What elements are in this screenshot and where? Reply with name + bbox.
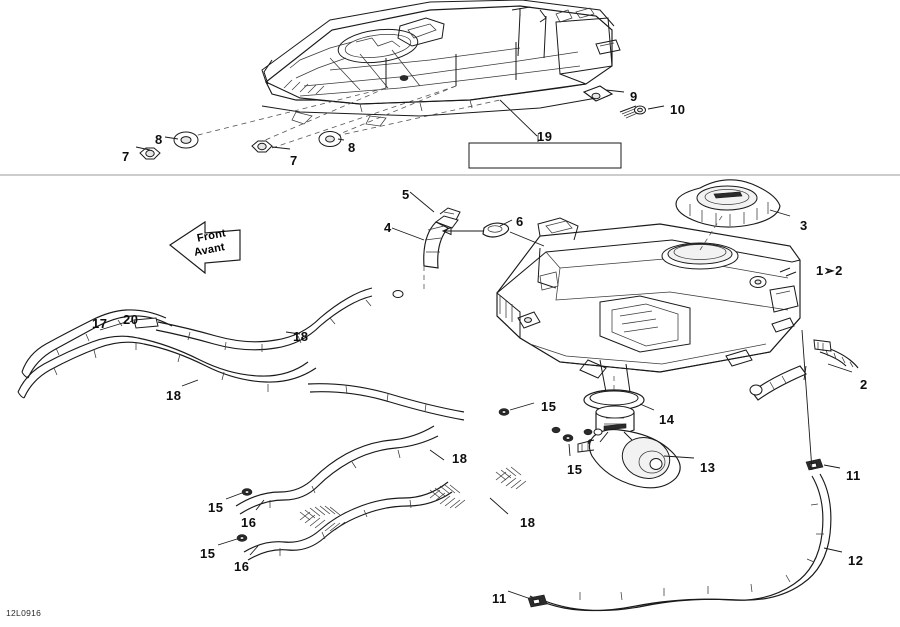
callout-15-c: 15: [208, 500, 224, 515]
fuel-tank-cap: [675, 179, 791, 251]
callout-15-b: 15: [567, 462, 583, 477]
braid-18d: [429, 484, 466, 509]
callout-20: 20: [123, 312, 139, 327]
braid-18b-right: [495, 466, 527, 490]
callout-1-2: 1➢2: [816, 263, 843, 278]
fuel-tank-illustration: [496, 217, 801, 393]
callout-3: 3: [800, 218, 808, 233]
callout-9: 9: [630, 89, 638, 104]
callout-5: 5: [402, 187, 410, 202]
callout-11-lower: 11: [492, 591, 507, 606]
callout-18-c: 18: [452, 451, 468, 466]
callout-6: 6: [516, 214, 524, 229]
callout-2: 2: [860, 377, 868, 392]
callout-7-right: 7: [290, 153, 298, 168]
vent-hose-small: [749, 339, 859, 401]
callout-17: 17: [92, 316, 108, 331]
fastener-hardware-top: [135, 131, 345, 160]
fuel-pump-assembly: [577, 372, 695, 489]
callout-13: 13: [700, 460, 716, 475]
callout-11-upper: 11: [846, 468, 861, 483]
callout-18-d: 18: [520, 515, 536, 530]
caption-box-19: [468, 142, 622, 169]
callout-15-a: 15: [541, 399, 557, 414]
callout-18-b: 18: [166, 388, 182, 403]
callout-8-left: 8: [155, 132, 163, 147]
filler-neck-parts: [391, 191, 545, 290]
callout-4: 4: [384, 220, 392, 235]
callout-14: 14: [659, 412, 675, 427]
callout-12: 12: [848, 553, 864, 568]
cover-plate-and-screw: [582, 85, 665, 119]
callout-16-b: 16: [234, 559, 250, 574]
tunnel-assembly-illustration: [261, 0, 621, 127]
part-code: 12L0916: [6, 608, 42, 618]
exploded-guide-lines-top: [185, 85, 501, 149]
callout-8-right: 8: [348, 140, 356, 155]
callout-18-a: 18: [293, 329, 309, 344]
callout-7-left: 7: [122, 149, 130, 164]
front-avant-arrow: [169, 220, 241, 275]
fuel-lines-group: [17, 287, 597, 561]
callout-16-a: 16: [241, 515, 257, 530]
callout-15-d: 15: [200, 546, 216, 561]
vent-hose-long: [507, 329, 843, 612]
callout-19: 19: [537, 129, 553, 144]
callout-10: 10: [670, 102, 686, 117]
